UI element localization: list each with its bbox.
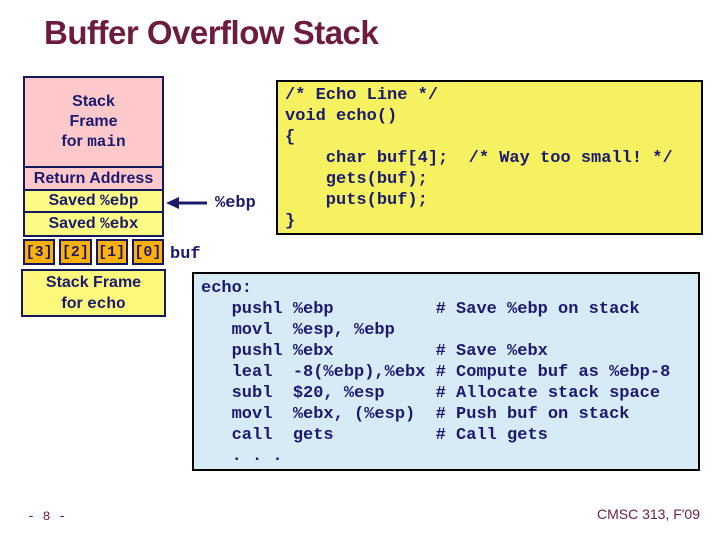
ebp-pointer-label: %ebp	[215, 193, 256, 213]
ebp-pointer: %ebp	[166, 193, 256, 213]
echo-frame-line2: for echo	[61, 293, 125, 315]
main-frame-line3: for main	[61, 132, 125, 152]
main-frame-for-text: for	[61, 133, 88, 150]
buf-cell-1: [1]	[95, 239, 128, 265]
saved-prefix: Saved	[48, 192, 101, 209]
course-footer: CMSC 313, F'09	[596, 506, 700, 522]
echo-frame-line1: Stack Frame	[45, 273, 142, 291]
saved-ebx-row: Saved %ebx	[23, 211, 164, 237]
slide-title: Buffer Overflow Stack	[44, 14, 379, 51]
left-arrow-icon	[166, 197, 207, 209]
stack-diagram: Stack Frame for main Return Address Save…	[23, 76, 164, 237]
asm-code-box: echo: pushl %ebp # Save %ebp on stack mo…	[192, 272, 700, 471]
stack-frame-echo-box: Stack Frame for echo	[21, 269, 166, 317]
buf-cell-2: [2]	[59, 239, 92, 265]
ebx-register-name: %ebx	[100, 215, 139, 233]
saved-ebx-text: Saved %ebx	[49, 215, 139, 233]
buf-byte-row: [3] [2] [1] [0]	[23, 239, 164, 265]
return-address-row: Return Address	[23, 166, 164, 191]
saved-ebp-row: Saved %ebp	[23, 189, 164, 213]
buf-label: buf	[170, 245, 201, 264]
ebp-register-name: %ebp	[100, 192, 139, 210]
buf-cell-3: [3]	[23, 239, 56, 265]
main-frame-line1: Stack	[72, 93, 115, 110]
page-number: - 8 -	[27, 509, 67, 524]
saved-prefix: Saved	[48, 215, 101, 232]
saved-ebp-text: Saved %ebp	[49, 192, 139, 210]
buf-cell-0: [0]	[131, 239, 164, 265]
echo-frame-func-name: echo	[87, 294, 126, 313]
main-frame-func-name: main	[87, 133, 126, 151]
c-code-box: /* Echo Line */ void echo() { char buf[4…	[276, 80, 703, 235]
stack-frame-main-box: Stack Frame for main	[23, 76, 164, 168]
return-address-label: Return Address	[33, 169, 154, 187]
main-frame-line2: Frame	[69, 113, 118, 130]
echo-frame-for-text: for	[61, 294, 88, 312]
